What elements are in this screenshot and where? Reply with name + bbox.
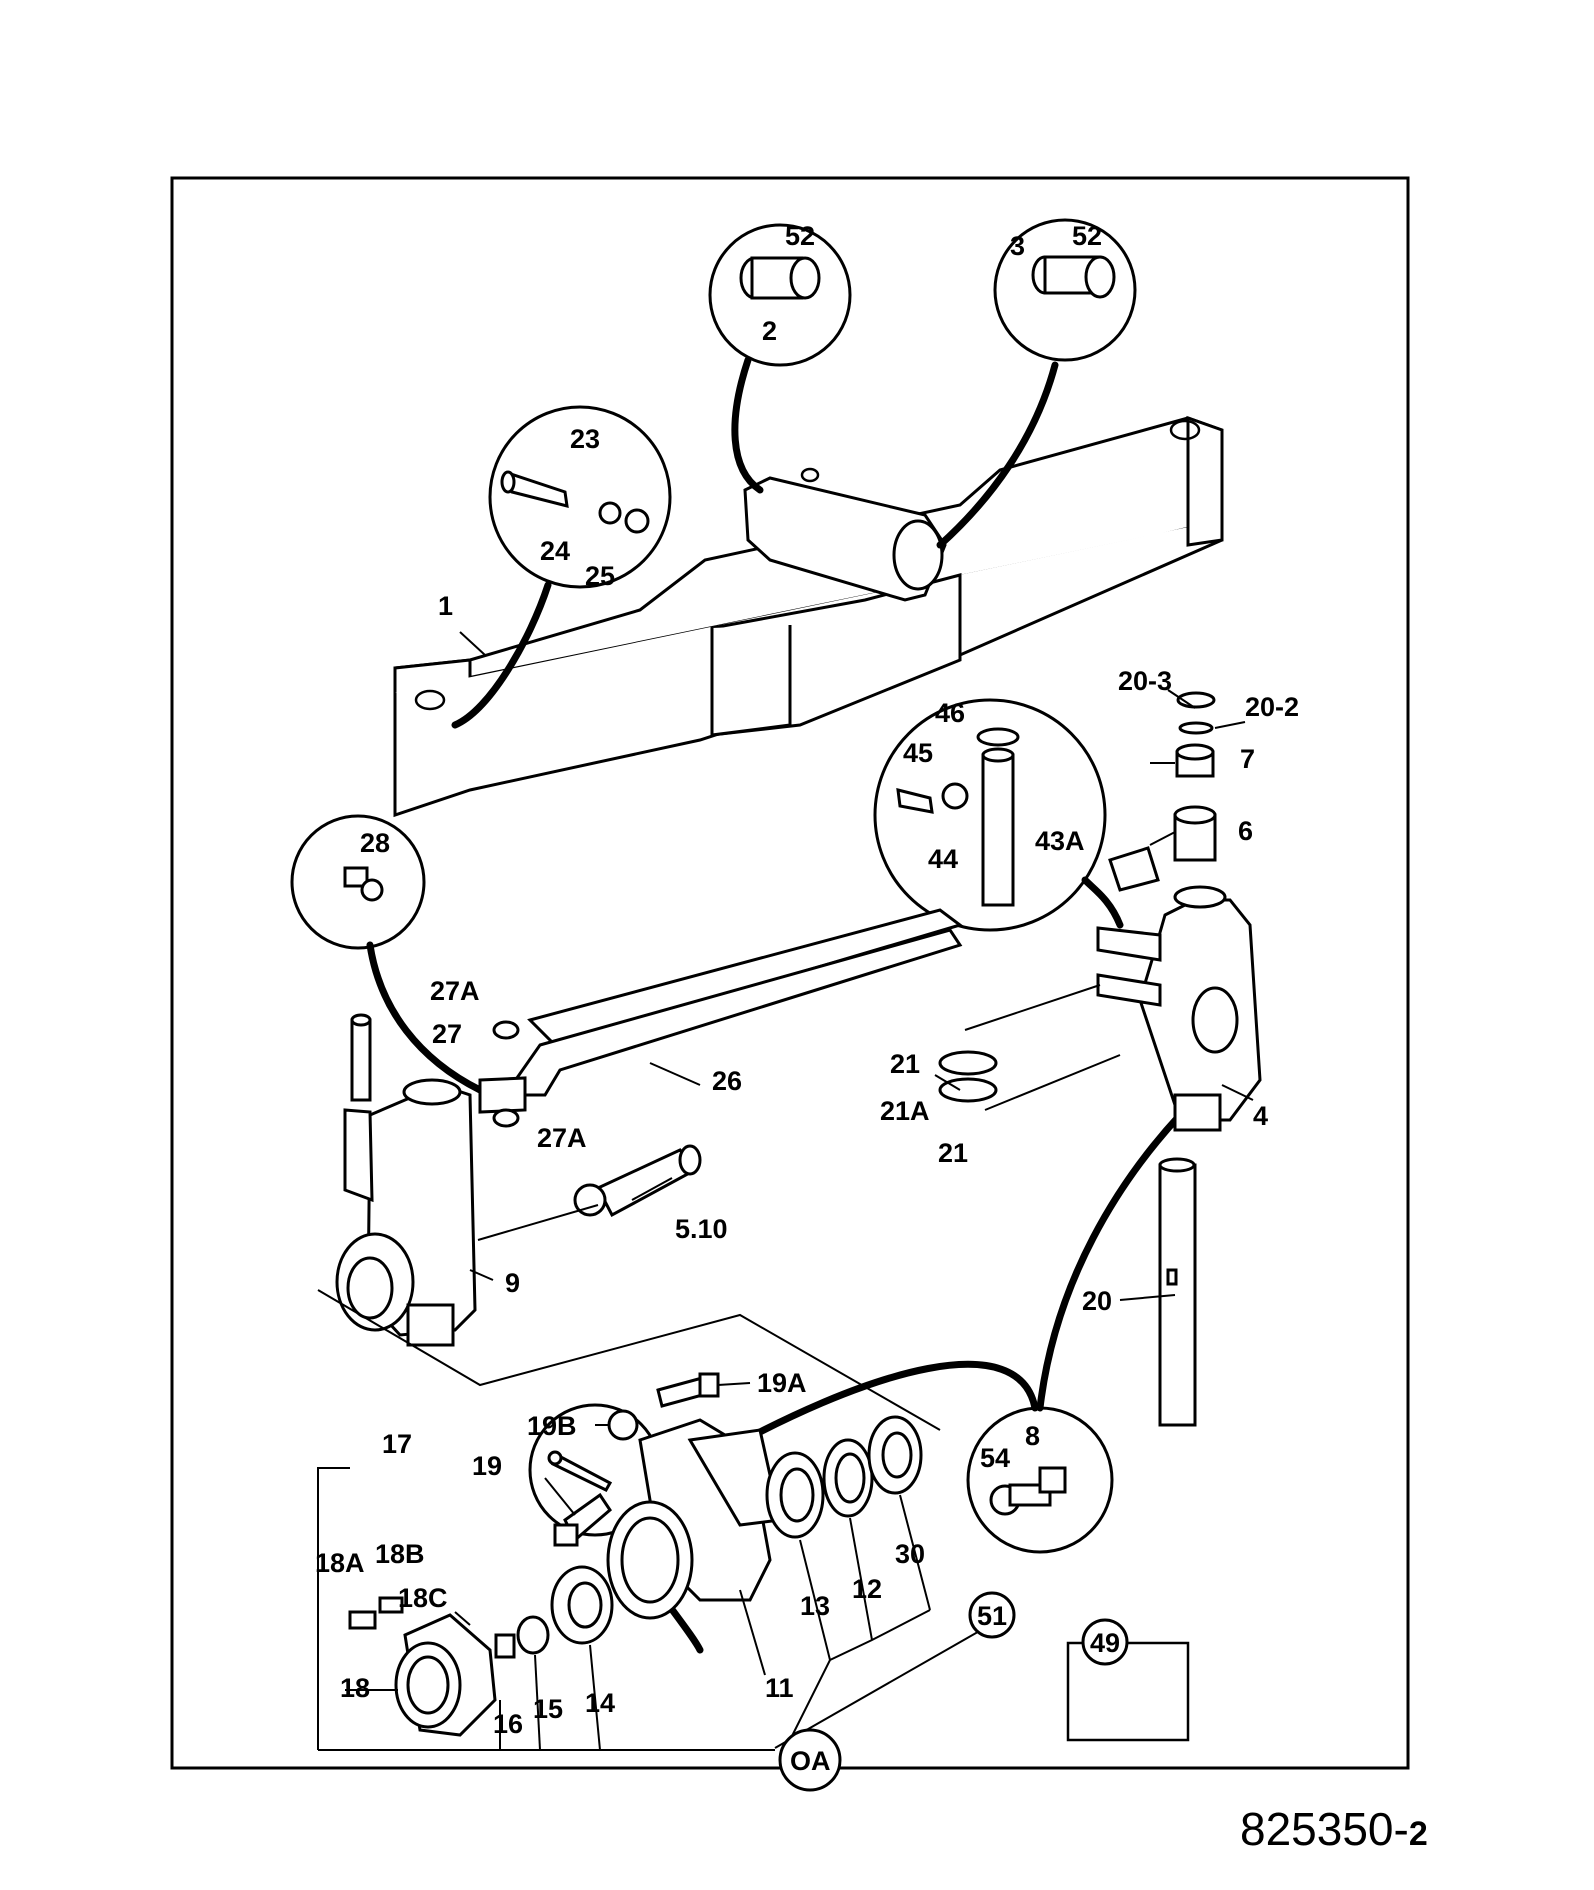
callout-11: 11 bbox=[765, 1673, 794, 1703]
callout-46: 46 bbox=[935, 698, 965, 728]
bearing-13 bbox=[765, 1451, 825, 1539]
bush-6 bbox=[1173, 805, 1217, 862]
callout-2: 2 bbox=[762, 316, 777, 346]
leader-52-front bbox=[731, 356, 764, 494]
callout-25: 25 bbox=[585, 561, 615, 591]
thrust-washers-21 bbox=[938, 1050, 998, 1103]
bolt-19 bbox=[553, 1492, 612, 1547]
leader-hub bbox=[686, 1360, 1039, 1474]
nut-7 bbox=[1175, 743, 1215, 778]
leader-stub bbox=[1036, 1111, 1184, 1412]
callout-17: 17 bbox=[382, 1429, 412, 1459]
pivot-pin-front bbox=[739, 256, 821, 300]
callout-27A-top: 27A bbox=[430, 976, 480, 1006]
callout-24: 24 bbox=[540, 536, 570, 566]
tie-bolt-assembly bbox=[500, 470, 650, 534]
callout-18C: 18C bbox=[398, 1583, 448, 1613]
detail-circle-tie-bolt bbox=[488, 405, 672, 589]
callout-26: 26 bbox=[712, 1066, 742, 1096]
callout-23: 23 bbox=[570, 424, 600, 454]
washer-18B bbox=[378, 1596, 404, 1614]
callout-14: 14 bbox=[585, 1688, 615, 1718]
shim-20-2 bbox=[1178, 721, 1214, 735]
callout-43A: 43A bbox=[1035, 826, 1085, 856]
callout-4: 4 bbox=[1253, 1101, 1268, 1131]
callout-49: 49 bbox=[1090, 1628, 1120, 1658]
callout-18: 18 bbox=[340, 1673, 370, 1703]
callout-20-2: 20-2 bbox=[1245, 692, 1299, 722]
leader-pivot-pin bbox=[1081, 876, 1124, 929]
callout-27: 27 bbox=[432, 1019, 462, 1049]
callout-19B: 19B bbox=[527, 1411, 577, 1441]
callout-6: 6 bbox=[1238, 816, 1253, 846]
wheel-stud bbox=[989, 1466, 1067, 1516]
callout-5-10: 5.10 bbox=[675, 1214, 728, 1244]
callout-18B: 18B bbox=[375, 1539, 425, 1569]
pivot-pin-rear bbox=[1031, 255, 1116, 299]
kingpin-20 bbox=[1158, 1157, 1197, 1427]
callout-8: 8 bbox=[1025, 1421, 1040, 1451]
callout-OA: OA bbox=[790, 1746, 831, 1776]
washer-15 bbox=[516, 1615, 550, 1655]
callout-18A: 18A bbox=[315, 1548, 365, 1578]
nut-16 bbox=[494, 1633, 516, 1659]
leader-52-rear bbox=[936, 361, 1059, 549]
callout-20: 20 bbox=[1082, 1286, 1112, 1316]
figure-number-suffix: 2 bbox=[1409, 1815, 1428, 1853]
leader-tie-bolt bbox=[451, 581, 552, 729]
callout-1: 1 bbox=[438, 591, 453, 621]
callout-21-lower: 21 bbox=[938, 1138, 968, 1168]
callout-12: 12 bbox=[852, 1574, 882, 1604]
bolt-19A bbox=[656, 1372, 720, 1408]
callout-circle-51 bbox=[968, 1591, 1016, 1639]
hub-cap-18 bbox=[394, 1613, 497, 1737]
callout-45: 45 bbox=[903, 738, 933, 768]
kingpin-assembly bbox=[896, 727, 1020, 907]
callout-30: 30 bbox=[895, 1539, 925, 1569]
callout-27A-bottom: 27A bbox=[537, 1123, 587, 1153]
figure-number-main: 825350- bbox=[1240, 1803, 1409, 1855]
split-pin bbox=[547, 1450, 613, 1492]
callout-3: 3 bbox=[1010, 231, 1025, 261]
seal-30 bbox=[867, 1415, 923, 1495]
callout-circle-49 bbox=[1081, 1618, 1129, 1666]
nut-19B bbox=[607, 1409, 639, 1441]
track-rod bbox=[478, 908, 964, 1128]
wheel-hub-11 bbox=[606, 1418, 782, 1620]
bearing-12 bbox=[822, 1438, 874, 1518]
grease-nipple bbox=[343, 866, 384, 902]
callout-52-front: 52 bbox=[785, 221, 815, 251]
callout-circle-OA bbox=[778, 1728, 842, 1792]
callout-20-3: 20-3 bbox=[1118, 666, 1172, 696]
stub-axle bbox=[573, 1144, 702, 1218]
bolt-18A bbox=[348, 1610, 377, 1630]
callout-28: 28 bbox=[360, 828, 390, 858]
callout-15: 15 bbox=[533, 1694, 563, 1724]
callout-16: 16 bbox=[493, 1709, 523, 1739]
leader-28 bbox=[366, 941, 484, 1094]
left-swivel-housing bbox=[335, 1013, 477, 1347]
callout-44: 44 bbox=[928, 844, 958, 874]
callout-52-rear: 52 bbox=[1072, 221, 1102, 251]
callout-19A: 19A bbox=[757, 1368, 807, 1398]
axle-beam bbox=[393, 415, 1224, 818]
right-swivel-housing bbox=[1096, 846, 1262, 1132]
callout-51: 51 bbox=[977, 1601, 1007, 1631]
callout-54: 54 bbox=[980, 1443, 1010, 1473]
callout-21A: 21A bbox=[880, 1096, 930, 1126]
box-49 bbox=[1066, 1641, 1190, 1742]
bearing-14 bbox=[550, 1565, 614, 1645]
callout-13: 13 bbox=[800, 1591, 830, 1621]
callout-9: 9 bbox=[505, 1268, 520, 1298]
callout-7: 7 bbox=[1240, 744, 1255, 774]
callout-19: 19 bbox=[472, 1451, 502, 1481]
hub-outline-guide bbox=[317, 1289, 941, 1431]
callout-21-upper: 21 bbox=[890, 1049, 920, 1079]
figure-number: 825350-2 bbox=[1240, 1803, 1428, 1855]
